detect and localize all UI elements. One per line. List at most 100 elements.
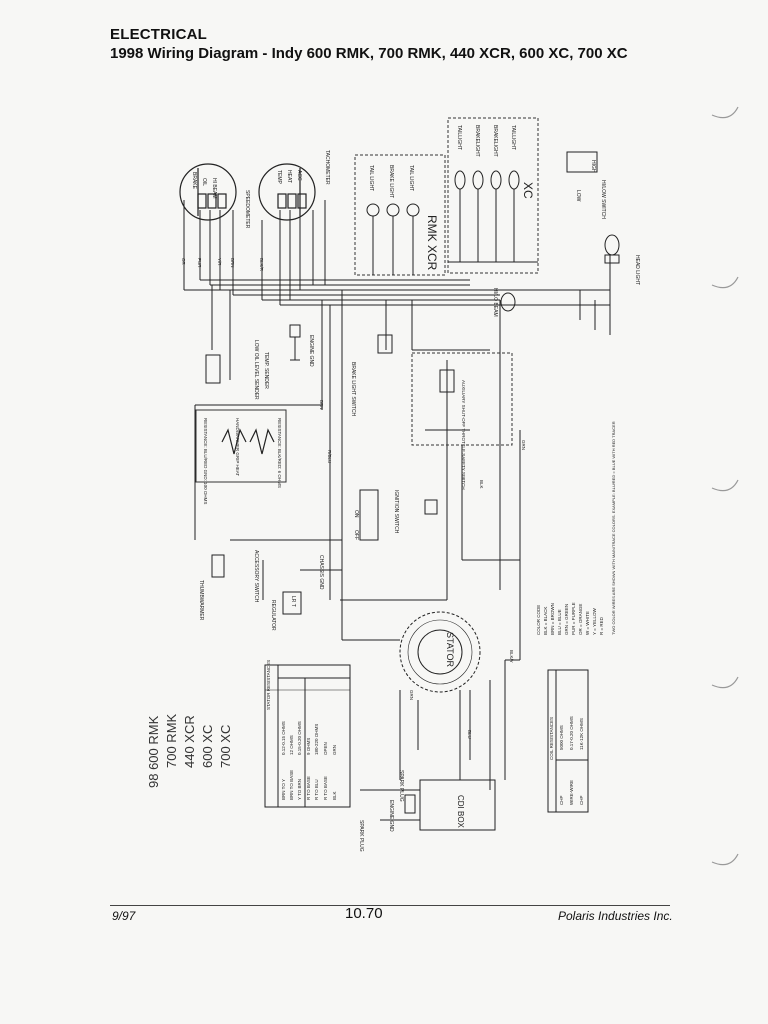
gauge-left-label-1: OIL	[201, 178, 207, 186]
wire-label-1: PUR	[197, 258, 202, 268]
hi-lo-beam-connector	[500, 292, 516, 312]
speedometer-gauge	[179, 163, 237, 221]
engine-gnd2-label: ENGINE GND	[388, 800, 394, 832]
wire-label-4: BLK/R	[259, 258, 264, 272]
wire-labels: OR PUR Y/R BRN BLK/R BRN R/BLU GRN BLK B…	[181, 258, 526, 739]
regulator-label: REGULATOR	[270, 600, 276, 631]
xc-light-label-0: TAILLIGHT	[456, 125, 462, 150]
ignition-coil-parts	[404, 779, 496, 831]
wire-label-10: BLK/Y	[509, 650, 514, 663]
coil-row-1-a: WIRE-WIRE	[569, 780, 574, 805]
wire-label-3: BRN	[230, 258, 235, 268]
stator-table-title: STATOR RESISTANCES	[266, 660, 271, 710]
accessory-switch-label: ACCESSORY SWITCH	[253, 550, 259, 603]
stator-row-5-a: R TO BASE	[323, 776, 328, 800]
color-code-item-2: BLU = BLUE	[557, 609, 562, 635]
ignition-switch-label: IGNITION SWITCH	[393, 490, 399, 534]
hi-lo-pos-high: HIGH	[590, 160, 596, 173]
coil-row-0-b: 5000 OHMS	[559, 725, 564, 750]
color-code-item-0: BLK = BLACK	[543, 607, 548, 635]
color-code-item-3: GRN = GREEN	[564, 604, 569, 635]
model-0: 98 600 RMK	[146, 715, 161, 788]
section-heading: ELECTRICAL	[110, 26, 207, 43]
rmk-xcr-labels: TAIL LIGHT BRAKE LIGHT TAIL LIGHT	[368, 165, 414, 198]
grip-heat-label: HANDWARMER GRIP HEAT	[235, 418, 240, 476]
wire-label-2: Y/R	[217, 258, 222, 266]
binder-marks	[711, 106, 739, 866]
cdi-labels: SPARK PLUG SPARK PLUG ENGINE GND	[358, 770, 404, 852]
wire-label-8: BLK	[479, 480, 484, 489]
color-code-item-5: OR = ORANGE	[578, 604, 583, 635]
stator-row-6-a: BLK	[332, 791, 337, 800]
resistance-a-label: RESISTANCE: BLU/RED GND: 100 OHMS	[203, 418, 208, 504]
thumbwarmer-switch	[211, 554, 225, 578]
coil-row-2-a: CHP	[579, 795, 584, 805]
stator-row-5-b: OPEN	[323, 742, 328, 755]
stator-row-2-a: Y TO BRN	[297, 779, 302, 800]
stator-row-4-a: R TO BLU	[314, 779, 319, 800]
head-light-label: HEAD LIGHT	[634, 255, 640, 285]
hi-lo-switch-box	[566, 151, 598, 173]
gauge-right-label-1: HEAT	[286, 170, 292, 183]
stator-row-0-a: BRN TO Y	[281, 779, 286, 800]
footer-company: Polaris Industries Inc.	[558, 909, 673, 923]
coil-row-0-a: CHP	[559, 795, 564, 805]
models-list: 98 600 RMK 700 RMK 440 XCR 600 XC 700 XC	[130, 680, 240, 788]
rmk-light-label-1: BRAKE LIGHT	[388, 165, 394, 198]
brake-light-switch-label: BRAKE LIGHT SWITCH	[350, 362, 356, 416]
thumbwarmer-label: THUMBWARMER	[198, 580, 204, 621]
gauge-left-label-0: BRAKE	[191, 172, 197, 190]
aux-shutoff-label: AUXILIARY SHUT-OFF THROTTLE SAFETY SWITC…	[461, 380, 466, 490]
xc-lights-box	[447, 117, 539, 274]
switch-labels: THUMBWARMER ACCESSORY SWITCH CHASSIS GND	[198, 550, 324, 621]
model-4: 700 XC	[218, 725, 233, 768]
stator-resistance-table: STATOR RESISTANCES BRN TO Y 0.12-0.15 OH…	[264, 660, 351, 808]
wiring-lines	[183, 200, 611, 821]
hi-lo-pos-low: LOW	[575, 190, 581, 202]
stator-row-1-b: 12 OHMS	[289, 735, 294, 755]
stator-label: STATOR	[445, 632, 455, 668]
spark-plug-top-label: SPARK PLUG	[398, 770, 404, 802]
color-code-legend: COLOR CODE BLK = BLACK BRN = BROWN BLU =…	[536, 602, 604, 635]
gauge-left-label-2: HI BEAM	[211, 178, 217, 199]
stator-row-0-b: 0.12-0.15 OHMS	[281, 721, 286, 755]
sender-components	[205, 324, 393, 384]
ignition-key-icon	[424, 499, 438, 515]
temp-sender-label: TEMP. SENDER	[263, 352, 269, 389]
stator-icon	[399, 611, 481, 693]
stator-row-2-b: 0.15-0.20 OHMS	[297, 721, 302, 755]
color-code-item-6: W = WHITE	[585, 611, 590, 635]
tachometer-gauge	[258, 163, 316, 221]
stator-row-1-a: BRN TO BASE	[289, 770, 294, 800]
speedometer-label: SPEEDOMETER	[244, 190, 250, 229]
footer-date: 9/97	[112, 909, 136, 923]
spark-plug-bottom-label: SPARK PLUG	[358, 820, 364, 852]
stator-row-3-a: R TO BASE	[306, 776, 311, 800]
resistance-b-label: RESISTANCE: BLK/RED: 6 OHMS	[277, 418, 282, 488]
color-code-item-8: R = RED	[599, 616, 604, 635]
regulator-text: LR T	[290, 596, 296, 607]
ignition-labels: IGNITION SWITCH OFF ON	[353, 490, 399, 540]
color-code-item-7: Y = YELLOW	[592, 608, 597, 635]
rmk-xcr-lamps	[366, 203, 420, 275]
wire-label-7: GRN	[409, 690, 414, 700]
wire-label-5: BRN	[319, 400, 324, 410]
xc-labels: TAILLIGHT BRAKELIGHT BRAKELIGHT TAILLIGH…	[456, 125, 516, 157]
rmk-light-label-0: TAIL LIGHT	[368, 165, 374, 191]
coil-row-2-b: 11K-12K OHMS	[579, 718, 584, 750]
color-code-note: TWO COLOR WIRES ARE SHOWN WITH MAIN/TRAC…	[611, 421, 616, 635]
ignition-off-label: OFF	[353, 530, 359, 540]
stator-row-4-b: 180-220 OHMS	[314, 724, 319, 755]
xc-model: XC	[521, 182, 535, 199]
xc-lamps	[448, 170, 538, 263]
stator-row-3-b: 9 OHMS	[306, 738, 311, 755]
coil-row-1-b: 0.17-0.20 OHMS	[569, 716, 574, 750]
rmk-xcr-model: RMK XCR	[425, 215, 439, 271]
grip-heaters	[221, 428, 275, 455]
regulator-box	[282, 591, 302, 615]
xc-light-label-3: TAILLIGHT	[510, 125, 516, 150]
hi-lo-switch-labels: HI/LOW SWITCH LOW HIGH	[575, 160, 606, 219]
coil-table-title: COIL RESISTANCES	[549, 717, 554, 760]
gauge-right-label-0: TEMP	[276, 170, 282, 185]
